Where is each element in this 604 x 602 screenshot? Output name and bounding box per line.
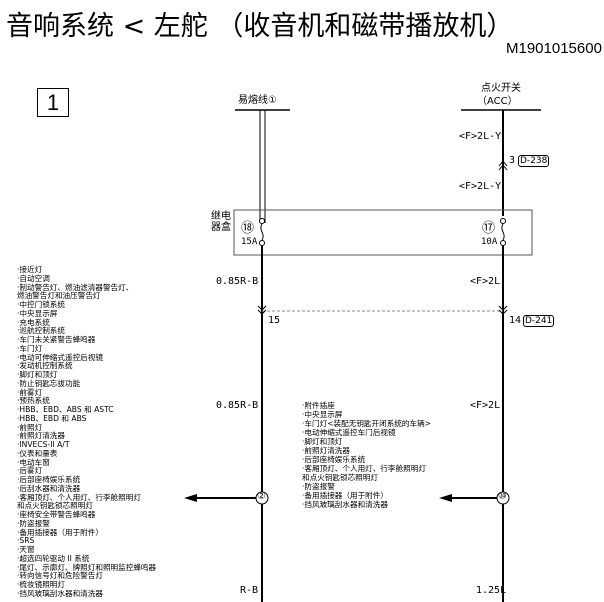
circuit-list-item: ·制动警告灯、燃油滤清器警告灯、 [17, 282, 134, 292]
circuit-list-item: ·客厢顶灯、个人用灯、行李舱照明灯 [17, 492, 141, 502]
circuit-list-item: ·充电系统 [17, 317, 50, 327]
circuit-list-item: ·防盗报警 [302, 482, 335, 491]
page-number-box: 1 [37, 88, 69, 117]
circuit-list-item: ·备用插接器（用于附件） [17, 527, 103, 537]
circuit-list-item: ·脚灯和顶灯 [17, 370, 58, 379]
circuit-list-item: ·前照灯清洗器 [302, 446, 350, 455]
circuit-list-item: ·防盗报警 [17, 518, 50, 528]
connector-pin: 15 [268, 315, 281, 326]
circuit-list-item: ·客厢顶灯、个人用灯、行李舱照明灯 [302, 464, 426, 473]
circuit-list-item: ·发动机控制系统 [17, 361, 73, 371]
wire-label: 1.25L [476, 585, 507, 596]
circuit-list-item: ·仪表和量表 [17, 448, 58, 458]
circuit-list-item: ·SRS [17, 536, 35, 546]
circuit-list-item: ·中央显示屏 [17, 308, 58, 318]
circuit-list-item: ·巡航控制系统 [17, 326, 65, 336]
circuit-list-item: ·车门灯<装配无钥匙开闭系统的车辆> [302, 419, 432, 428]
circuit-list-item: ·后部座椅娱乐系统 [17, 475, 81, 484]
wire-label: R-B [240, 585, 259, 596]
circuit-list-item: ·前照灯 [17, 422, 43, 432]
circuit-list-item: 和点火钥匙锁芯照明灯 [17, 501, 93, 511]
left-circuit-list: ·接近灯·自动空调·制动警告灯、燃油滤清器警告灯、燃油警告灯和油压警告灯·中控门… [17, 265, 157, 599]
circuit-list-item: ·尾灯、示廓灯、牌照灯和照明监控蜂鸣器 [17, 562, 157, 572]
circuit-list-item: ·前雾灯 [17, 387, 43, 397]
fuse-number: ⑰ [482, 221, 496, 236]
circuit-list-item: ·HBB、EBD、ABS 和 ASTC [17, 405, 114, 414]
circuit-list-item: 燃油警告灯和油压警告灯 [17, 291, 101, 301]
circuit-list-item: ·转向信号灯和危险警告灯 [17, 571, 103, 581]
circuit-list-item: ·备用插接器（用于附件） [302, 491, 388, 500]
connector-ref: D-241 [523, 315, 555, 327]
circuit-list-item: ·超选四轮驱动 II 系统 [17, 553, 90, 563]
wire-label: <F>2L [470, 400, 501, 411]
circuit-list-item: 和点火钥匙锁芯照明灯 [302, 473, 378, 482]
circuit-list-item: ·INVECS-II A/T [17, 440, 70, 449]
circuit-list-item: ·挡风玻璃刮水器和清洗器 [302, 500, 388, 509]
wire-label: <F>2L-Y [459, 181, 502, 192]
diagram-code: M1901015600 [506, 40, 602, 57]
relay-box-label: 继电 器盒 [211, 211, 231, 233]
wire-label: 0.85R-B [216, 276, 259, 287]
junction-label: ② [257, 491, 266, 502]
circuit-list-item: ·中控门锁系统 [17, 300, 65, 309]
circuit-list-item: ·座椅安全带警告蜂鸣器 [17, 510, 96, 519]
circuit-list-item: ·后部座椅娱乐系统 [302, 455, 366, 464]
ignition-switch-label: 点火开关 [481, 83, 521, 94]
circuit-list-item: ·车门未关紧警告蜂鸣器 [17, 335, 96, 344]
fuse-rating: 10A [481, 237, 498, 247]
connector-pin: 3 [509, 155, 516, 166]
right-circuit-list: ·附件插座·中央显示屏·车门灯<装配无钥匙开闭系统的车辆>·电动伸缩式遥控车门后… [302, 401, 431, 509]
circuit-list-item: ·接近灯 [17, 265, 43, 274]
fuse-number: ⑱ [241, 221, 255, 236]
fusible-link-label: 易熔线① [238, 95, 277, 106]
relay-box-label-1: 继电 [211, 211, 231, 222]
relay-box-label-2: 器盒 [211, 222, 231, 233]
page-title: 音响系统 < 左舵 （收音机和磁带播放机） [6, 11, 514, 42]
circuit-list-item: ·自动空调 [17, 273, 50, 283]
circuit-list-item: ·天窗 [17, 545, 35, 554]
ignition-switch-position: （ACC） [477, 96, 518, 107]
relay-box [233, 209, 533, 256]
circuit-list-item: ·挡风玻璃刮水器和清洗器 [17, 588, 103, 598]
circuit-list-item: ·梳妆镜照明灯 [17, 580, 65, 589]
wire-label: <F>2L-Y [459, 131, 502, 142]
circuit-list-item: ·预热系统 [17, 396, 50, 406]
circuit-list-item: ·电动伸缩式遥控车门后视镜 [302, 428, 396, 437]
connector-ref: D-238 [518, 155, 550, 167]
circuit-list-item: ·后雾灯 [17, 466, 43, 476]
circuit-list-item: ·车门灯 [17, 343, 43, 353]
fuse-rating: 15A [241, 237, 258, 247]
circuit-list-item: ·前照灯清洗器 [17, 431, 65, 441]
wire-label: 0.85R-B [216, 400, 259, 411]
connector-top-mark [498, 160, 508, 167]
circuit-list-item: ·中央显示屏 [302, 410, 343, 419]
junction-label: ⑩ [498, 491, 507, 502]
circuit-list-item: ·附件插座 [302, 401, 335, 410]
connector-pin: 14 [509, 315, 522, 326]
circuit-list-item: ·电动可伸缩式遥控后视镜 [17, 352, 103, 362]
circuit-list-item: ·电动车窗 [17, 457, 50, 467]
circuit-list-item: ·脚灯和顶灯 [302, 437, 343, 446]
wire-label: <F>2L [470, 276, 501, 287]
circuit-list-item: ·后刮水器和清洗器 [17, 483, 81, 493]
circuit-list-item: ·HBB、EBD 和 ABS [17, 413, 87, 423]
circuit-list-item: ·防止钥匙忘拔功能 [17, 378, 81, 388]
